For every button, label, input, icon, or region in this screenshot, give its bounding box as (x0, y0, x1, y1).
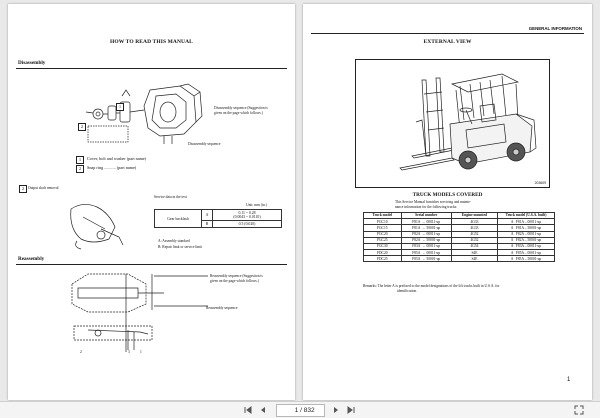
cell-engine: S4E (450, 255, 499, 263)
service-data-intro: Service data in the text (154, 195, 187, 199)
service-data-table: Gear backlash A 0.11 ~ 0.28 (0.0043 ~ 0.… (154, 209, 282, 228)
truck-models-table: Truck model Serial number Engine mounted… (363, 211, 555, 263)
models-title: TRUCK MODELS COVERED (412, 192, 483, 198)
reassembly-illustration (71, 273, 208, 352)
first-page-button[interactable] (243, 405, 253, 415)
page-indicator: / 832 (276, 404, 325, 417)
disassembly-heading: Disassembly (18, 60, 46, 66)
note-b: B: Repair limit or service limit (158, 245, 203, 249)
item-2-text: Snap ring ........... (part name) (87, 165, 137, 170)
next-page-button[interactable] (331, 405, 341, 415)
row-a-value: 0.11 ~ 0.28 (0.0043 ~ 0.0110) (212, 209, 282, 221)
disassembly-illustration (85, 83, 203, 144)
row-a-value-in: (0.0043 ~ 0.0110) (233, 215, 261, 219)
fullscreen-icon (574, 405, 584, 415)
fullscreen-button[interactable] (574, 405, 584, 415)
page-title: EXTERNAL VIEW (423, 39, 472, 45)
forklift-illustration (399, 73, 537, 171)
disassembly-sequence-note: Disassembly sequence (Suggestion is give… (214, 106, 274, 116)
previous-page-button[interactable] (258, 405, 268, 415)
output-shaft-label: Output shaft removal (28, 186, 59, 190)
output-shaft-number: 2 (19, 185, 27, 193)
row-a-key: A (201, 209, 213, 221)
callout-3: 3 (128, 350, 130, 354)
page-number: 1 (567, 377, 571, 383)
last-page-button[interactable] (346, 405, 356, 415)
callout-2: 2 (80, 350, 82, 354)
divider (16, 68, 287, 69)
page-title: HOW TO READ THIS MANUAL (110, 39, 193, 45)
row-a-value-mm: 0.11 ~ 0.28 (238, 211, 256, 215)
disassembly-sequence-label: Disassembly sequence (188, 142, 221, 146)
reassembly-heading: Reassembly (18, 256, 45, 262)
output-shaft-illustration (70, 204, 124, 250)
models-intro-2: nance information for the following truc… (395, 205, 458, 209)
first-page-icon (244, 406, 252, 414)
row-b-value: 0.5 (0.020) (212, 220, 282, 228)
cell-usa-model: A F85A – 50001-up (497, 255, 555, 263)
reassembly-sequence-label: Reassembly sequence (206, 306, 238, 310)
next-page-icon (334, 407, 338, 413)
section-header: GENERAL INFORMATION (528, 26, 582, 31)
right-page: GENERAL INFORMATION EXTERNAL VIEW (303, 4, 592, 400)
remarks-line-1: Remarks: The letter A is prefixed to the… (363, 284, 500, 288)
unit-label: Unit: mm (in.) (246, 203, 267, 207)
reassembly-sequence-note: Reassembly sequence (Suggestion is given… (210, 274, 263, 283)
table-row: FDC25 F85A – 50001-up S4E A F85A – 50001… (363, 255, 555, 263)
disassembly-sequence-note-text: Disassembly sequence (Suggestion is give… (214, 106, 268, 115)
cell-truck-model: FDC25 (363, 255, 402, 263)
remarks-line-2: identification. (397, 289, 418, 293)
item-1-number: 1 (76, 156, 84, 164)
total-pages: / 832 (300, 407, 315, 414)
header-divider (311, 33, 584, 34)
divider (16, 264, 287, 265)
current-page-input[interactable] (286, 407, 299, 414)
row-label: Gear backlash (154, 209, 202, 228)
callout-1: 1 (116, 103, 124, 111)
note-a: A: Assembly standard (158, 239, 190, 243)
callout-1: 1 (140, 350, 142, 354)
figure-id: 203609 (534, 181, 546, 185)
forklift-figure-frame: 203609 (355, 59, 550, 188)
last-page-icon (347, 406, 355, 414)
item-1-text: Cover, bolt and washer (part name) (87, 156, 147, 161)
item-2-number: 2 (76, 165, 84, 173)
callout-2: 2 (78, 123, 86, 131)
models-intro-1: This Service Manual furnishes servicing … (395, 200, 472, 204)
left-page: HOW TO READ THIS MANUAL Disassembly 1 2 … (8, 4, 295, 400)
cell-serial: F85A – 50001-up (400, 255, 452, 263)
previous-page-icon (261, 407, 265, 413)
row-b-key: B (201, 220, 213, 228)
pdf-viewer-toolbar: / 832 (0, 401, 600, 418)
